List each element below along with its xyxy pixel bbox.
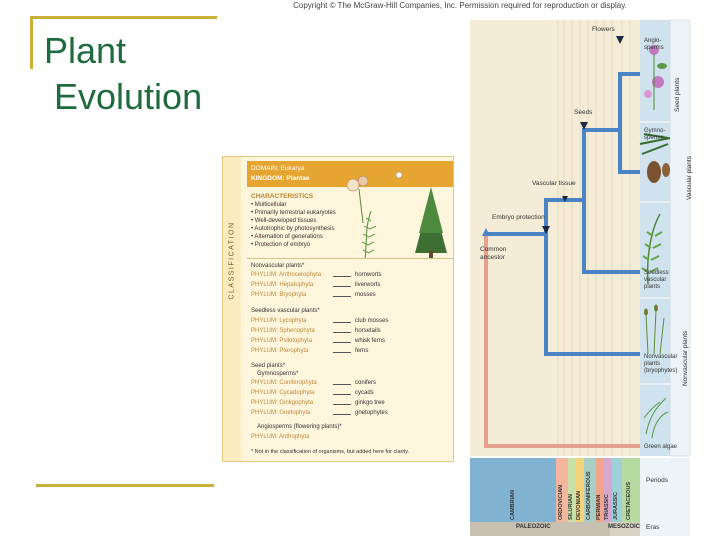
group-label-gymnosperms: Gymno- sperms bbox=[644, 128, 665, 142]
phylum-arrow bbox=[333, 394, 351, 395]
periods-row-label: Periods bbox=[646, 477, 668, 484]
node-label-embryo-protection: Embryo protection bbox=[492, 214, 545, 221]
evolution-tree-chart: Flowers Seeds Vascular tissue Embryo pro… bbox=[462, 14, 698, 538]
side-label-seed-plants: Seed plants bbox=[674, 78, 681, 112]
fern-illustration-icon bbox=[362, 211, 376, 259]
phylum-name: PHYLUM: Ginkgophyta bbox=[251, 400, 313, 406]
group-label-seedless-vascular: Seedless vascular plants bbox=[644, 270, 669, 291]
group-title-angiosperms: Angiosperms (flowering plants)* bbox=[257, 424, 342, 430]
chart-background bbox=[470, 20, 640, 456]
side-label-nonvascular-plants: Nonvascular plants bbox=[682, 331, 689, 386]
phylum-arrow bbox=[333, 322, 351, 323]
period-label: JURASSIC bbox=[613, 492, 619, 520]
period-label: DEVONIAN bbox=[576, 491, 582, 520]
characteristic-item: • Primarily terrestrial eukaryotes bbox=[251, 210, 336, 216]
phylum-common-name: cycads bbox=[355, 390, 374, 396]
panel-divider bbox=[247, 258, 453, 259]
phylum-name: PHYLUM: Hepatophyta bbox=[251, 282, 313, 288]
characteristic-item: • Well-developed tissues bbox=[251, 218, 316, 224]
phylum-common-name: ginkgo tree bbox=[355, 400, 385, 406]
era-label: MESOZOIC bbox=[608, 524, 640, 530]
phylum-common-name: gnetophytes bbox=[355, 410, 388, 416]
period-label: TRIASSIC bbox=[604, 494, 610, 520]
slide-title: Plant Evolution bbox=[44, 28, 202, 120]
classification-plant-illustrations bbox=[335, 163, 454, 261]
period-label: ORDOVICIAN bbox=[558, 485, 564, 520]
node-label-seeds: Seeds bbox=[574, 109, 592, 116]
phylum-arrow bbox=[333, 342, 351, 343]
phylum-name: PHYLUM: Bryophyta bbox=[251, 292, 306, 298]
phylum-common-name: club mosses bbox=[355, 318, 388, 324]
phylum-arrow bbox=[333, 352, 351, 353]
group-title-nonvascular: Nonvascular plants* bbox=[251, 263, 304, 269]
kingdom-label: KINGDOM: Plantae bbox=[251, 175, 310, 182]
eras-row-label: Eras bbox=[646, 524, 659, 531]
phylum-arrow bbox=[333, 332, 351, 333]
group-label-nonvascular: Nonvascular plants (bryophytes) bbox=[644, 354, 677, 375]
phylum-name: PHYLUM: Cycadophyta bbox=[251, 390, 314, 396]
phylum-common-name: liverworts bbox=[355, 282, 380, 288]
classification-footnote: * Not in the classification of organisms… bbox=[251, 449, 409, 455]
group-label-green-algae: Green algae bbox=[644, 444, 677, 451]
bottom-rule bbox=[36, 484, 214, 487]
node-label-vascular-tissue: Vascular tissue bbox=[532, 180, 576, 187]
phylum-name: PHYLUM: Lycophyta bbox=[251, 318, 306, 324]
phylum-arrow bbox=[333, 276, 351, 277]
phylum-name: PHYLUM: Gnetophyta bbox=[251, 410, 310, 416]
characteristic-item: • Autotrophic by photosynthesis bbox=[251, 226, 334, 232]
flower-illustration-icon bbox=[347, 172, 402, 223]
phylum-name: PHYLUM: Anthocerophyta bbox=[251, 272, 321, 278]
conifer-tree-illustration-icon bbox=[415, 187, 447, 259]
phylum-arrow bbox=[333, 384, 351, 385]
phylum-name: PHYLUM: Psilotophyta bbox=[251, 338, 312, 344]
group-subtitle-gymnosperms: Gymnosperms* bbox=[257, 371, 298, 377]
node-label-common-ancestor: Common ancestor bbox=[480, 246, 506, 262]
group-label-angiosperms: Angio- sperms bbox=[644, 38, 664, 52]
era-label: PALEOZOIC bbox=[516, 524, 551, 530]
copyright-notice: Copyright © The McGraw-Hill Companies, I… bbox=[270, 1, 650, 10]
characteristic-item: • Alternation of generations bbox=[251, 234, 323, 240]
phylum-common-name: conifers bbox=[355, 380, 376, 386]
period-label: CRETACEOUS bbox=[626, 482, 632, 520]
phylum-arrow bbox=[333, 296, 351, 297]
characteristics-title: CHARACTERISTICS bbox=[251, 193, 313, 200]
phylum-arrow bbox=[333, 414, 351, 415]
phylum-name: PHYLUM: Pterophyta bbox=[251, 348, 308, 354]
phylum-arrow bbox=[333, 404, 351, 405]
phylum-arrow bbox=[333, 286, 351, 287]
classification-panel: CLASSIFICATION DOMAIN: Eukarya KINGDOM: … bbox=[222, 156, 454, 462]
group-title-seedless-vascular: Seedless vascular plants* bbox=[251, 308, 320, 314]
domain-label: DOMAIN: Eukarya bbox=[251, 165, 304, 172]
characteristic-item: • Protection of embryo bbox=[251, 242, 310, 248]
phylum-common-name: hornworts bbox=[355, 272, 381, 278]
characteristic-item: • Multicellular bbox=[251, 202, 286, 208]
period-label: CARBONIFEROUS bbox=[586, 471, 592, 520]
side-label-vascular-plants: Vascular plants bbox=[686, 156, 693, 200]
phylum-name: PHYLUM: Sphenophyta bbox=[251, 328, 315, 334]
phylum-common-name: mosses bbox=[355, 292, 376, 298]
period-label: PERMIAN bbox=[596, 495, 602, 520]
group-title-seed-plants: Seed plants* bbox=[251, 363, 285, 369]
phylum-name: PHYLUM: Anthophyta bbox=[251, 434, 309, 440]
phylum-common-name: ferns bbox=[355, 348, 368, 354]
phylum-common-name: whisk ferns bbox=[355, 338, 385, 344]
classification-vertical-label: CLASSIFICATION bbox=[229, 200, 236, 322]
phylum-common-name: horsetails bbox=[355, 328, 381, 334]
phylum-name: PHYLUM: Coniferophyta bbox=[251, 380, 317, 386]
period-label: CAMBRIAN bbox=[510, 490, 516, 520]
period-label: SILURIAN bbox=[568, 494, 574, 520]
node-label-flowers: Flowers bbox=[592, 26, 615, 33]
